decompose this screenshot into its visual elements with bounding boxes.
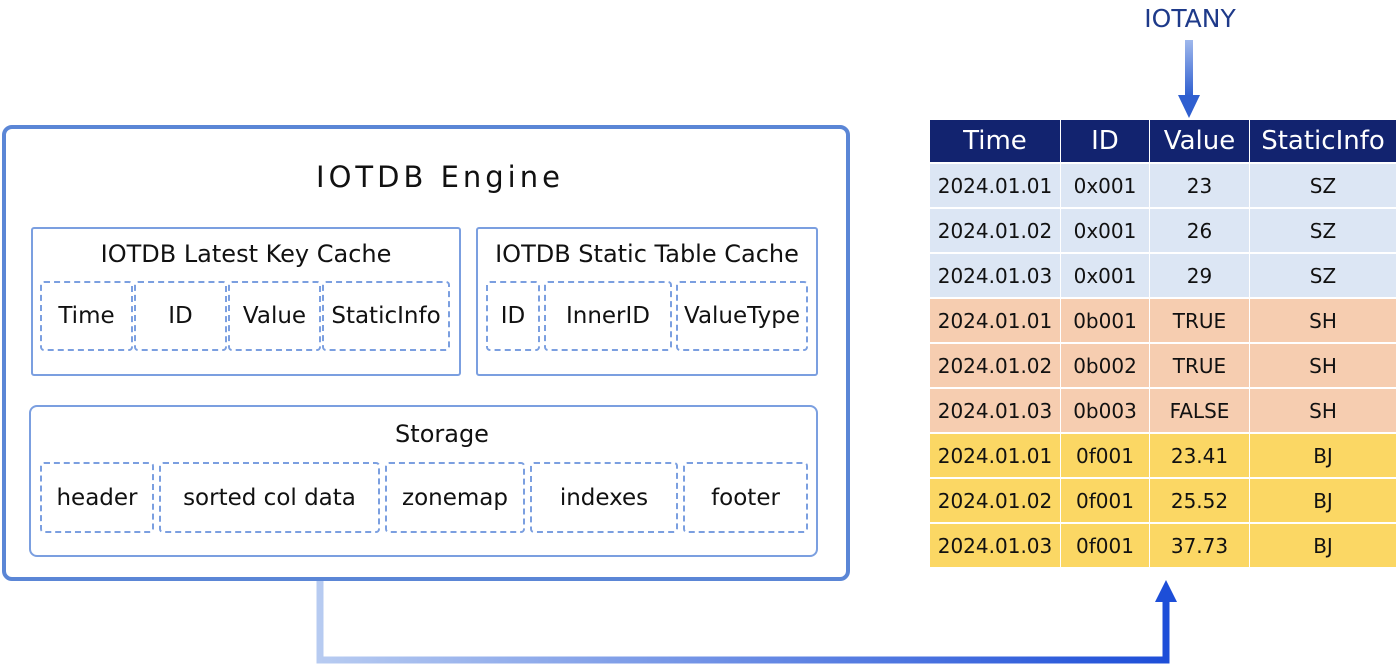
table-cell: 0x001 <box>1061 164 1149 207</box>
stc-field-innerid: InnerID <box>544 281 672 351</box>
lkc-field-value: Value <box>228 281 321 351</box>
table-cell: TRUE <box>1150 299 1249 342</box>
iotany-down-arrow <box>1178 40 1200 118</box>
table-cell: 23 <box>1150 164 1249 207</box>
table-cell: BJ <box>1250 479 1396 522</box>
table-cell: BJ <box>1250 434 1396 477</box>
table-cell: 0b002 <box>1061 344 1149 387</box>
storage-field-footer: footer <box>683 462 808 533</box>
table-cell: 2024.01.03 <box>930 254 1060 297</box>
table-cell: 0b001 <box>1061 299 1149 342</box>
lkc-field-time: Time <box>40 281 133 351</box>
table-header-cell: StaticInfo <box>1250 120 1396 162</box>
latest-key-cache-title: IOTDB Latest Key Cache <box>100 240 392 268</box>
table-header-cell: Time <box>930 120 1060 162</box>
table-cell: 2024.01.02 <box>930 479 1060 522</box>
storage-field-header: header <box>40 462 154 533</box>
table-cell: FALSE <box>1150 389 1249 432</box>
table-cell: 2024.01.01 <box>930 434 1060 477</box>
static-table-cache-panel <box>476 227 818 376</box>
table-cell: 37.73 <box>1150 524 1249 567</box>
iotany-label: IOTANY <box>1144 4 1236 33</box>
table-cell: 29 <box>1150 254 1249 297</box>
table-cell: SH <box>1250 299 1396 342</box>
static-table-cache-title: IOTDB Static Table Cache <box>495 240 799 268</box>
table-cell: SZ <box>1250 254 1396 297</box>
table-cell: SH <box>1250 389 1396 432</box>
table-cell: 2024.01.02 <box>930 344 1060 387</box>
table-cell: 0b003 <box>1061 389 1149 432</box>
table-header-cell: Value <box>1150 120 1249 162</box>
table-cell: SZ <box>1250 164 1396 207</box>
table-cell: 0f001 <box>1061 524 1149 567</box>
table-cell: 23.41 <box>1150 434 1249 477</box>
table-cell: 2024.01.03 <box>930 524 1060 567</box>
storage-field-indexes: indexes <box>530 462 678 533</box>
stc-field-valuetype: ValueType <box>676 281 808 351</box>
table-cell: 2024.01.02 <box>930 209 1060 252</box>
lkc-field-id: ID <box>134 281 227 351</box>
table-cell: 25.52 <box>1150 479 1249 522</box>
latest-key-cache-panel <box>31 227 461 376</box>
stc-field-id: ID <box>486 281 540 351</box>
table-cell: SZ <box>1250 209 1396 252</box>
table-cell: TRUE <box>1150 344 1249 387</box>
table-cell: 2024.01.01 <box>930 299 1060 342</box>
table-cell: 2024.01.01 <box>930 164 1060 207</box>
storage-field-zonemap: zonemap <box>385 462 525 533</box>
table-cell: 0x001 <box>1061 254 1149 297</box>
table-cell: BJ <box>1250 524 1396 567</box>
table-header-cell: ID <box>1061 120 1149 162</box>
storage-title: Storage <box>395 420 489 448</box>
table-cell: 26 <box>1150 209 1249 252</box>
table-cell: 0x001 <box>1061 209 1149 252</box>
storage-field-sorted-col-data: sorted col data <box>159 462 380 533</box>
table-cell: 0f001 <box>1061 434 1149 477</box>
table-cell: 2024.01.03 <box>930 389 1060 432</box>
lkc-field-staticinfo: StaticInfo <box>322 281 450 351</box>
engine-title: IOTDB Engine <box>316 160 564 194</box>
table-cell: 0f001 <box>1061 479 1149 522</box>
storage-to-table-arrow <box>316 532 1177 664</box>
table-cell: SH <box>1250 344 1396 387</box>
